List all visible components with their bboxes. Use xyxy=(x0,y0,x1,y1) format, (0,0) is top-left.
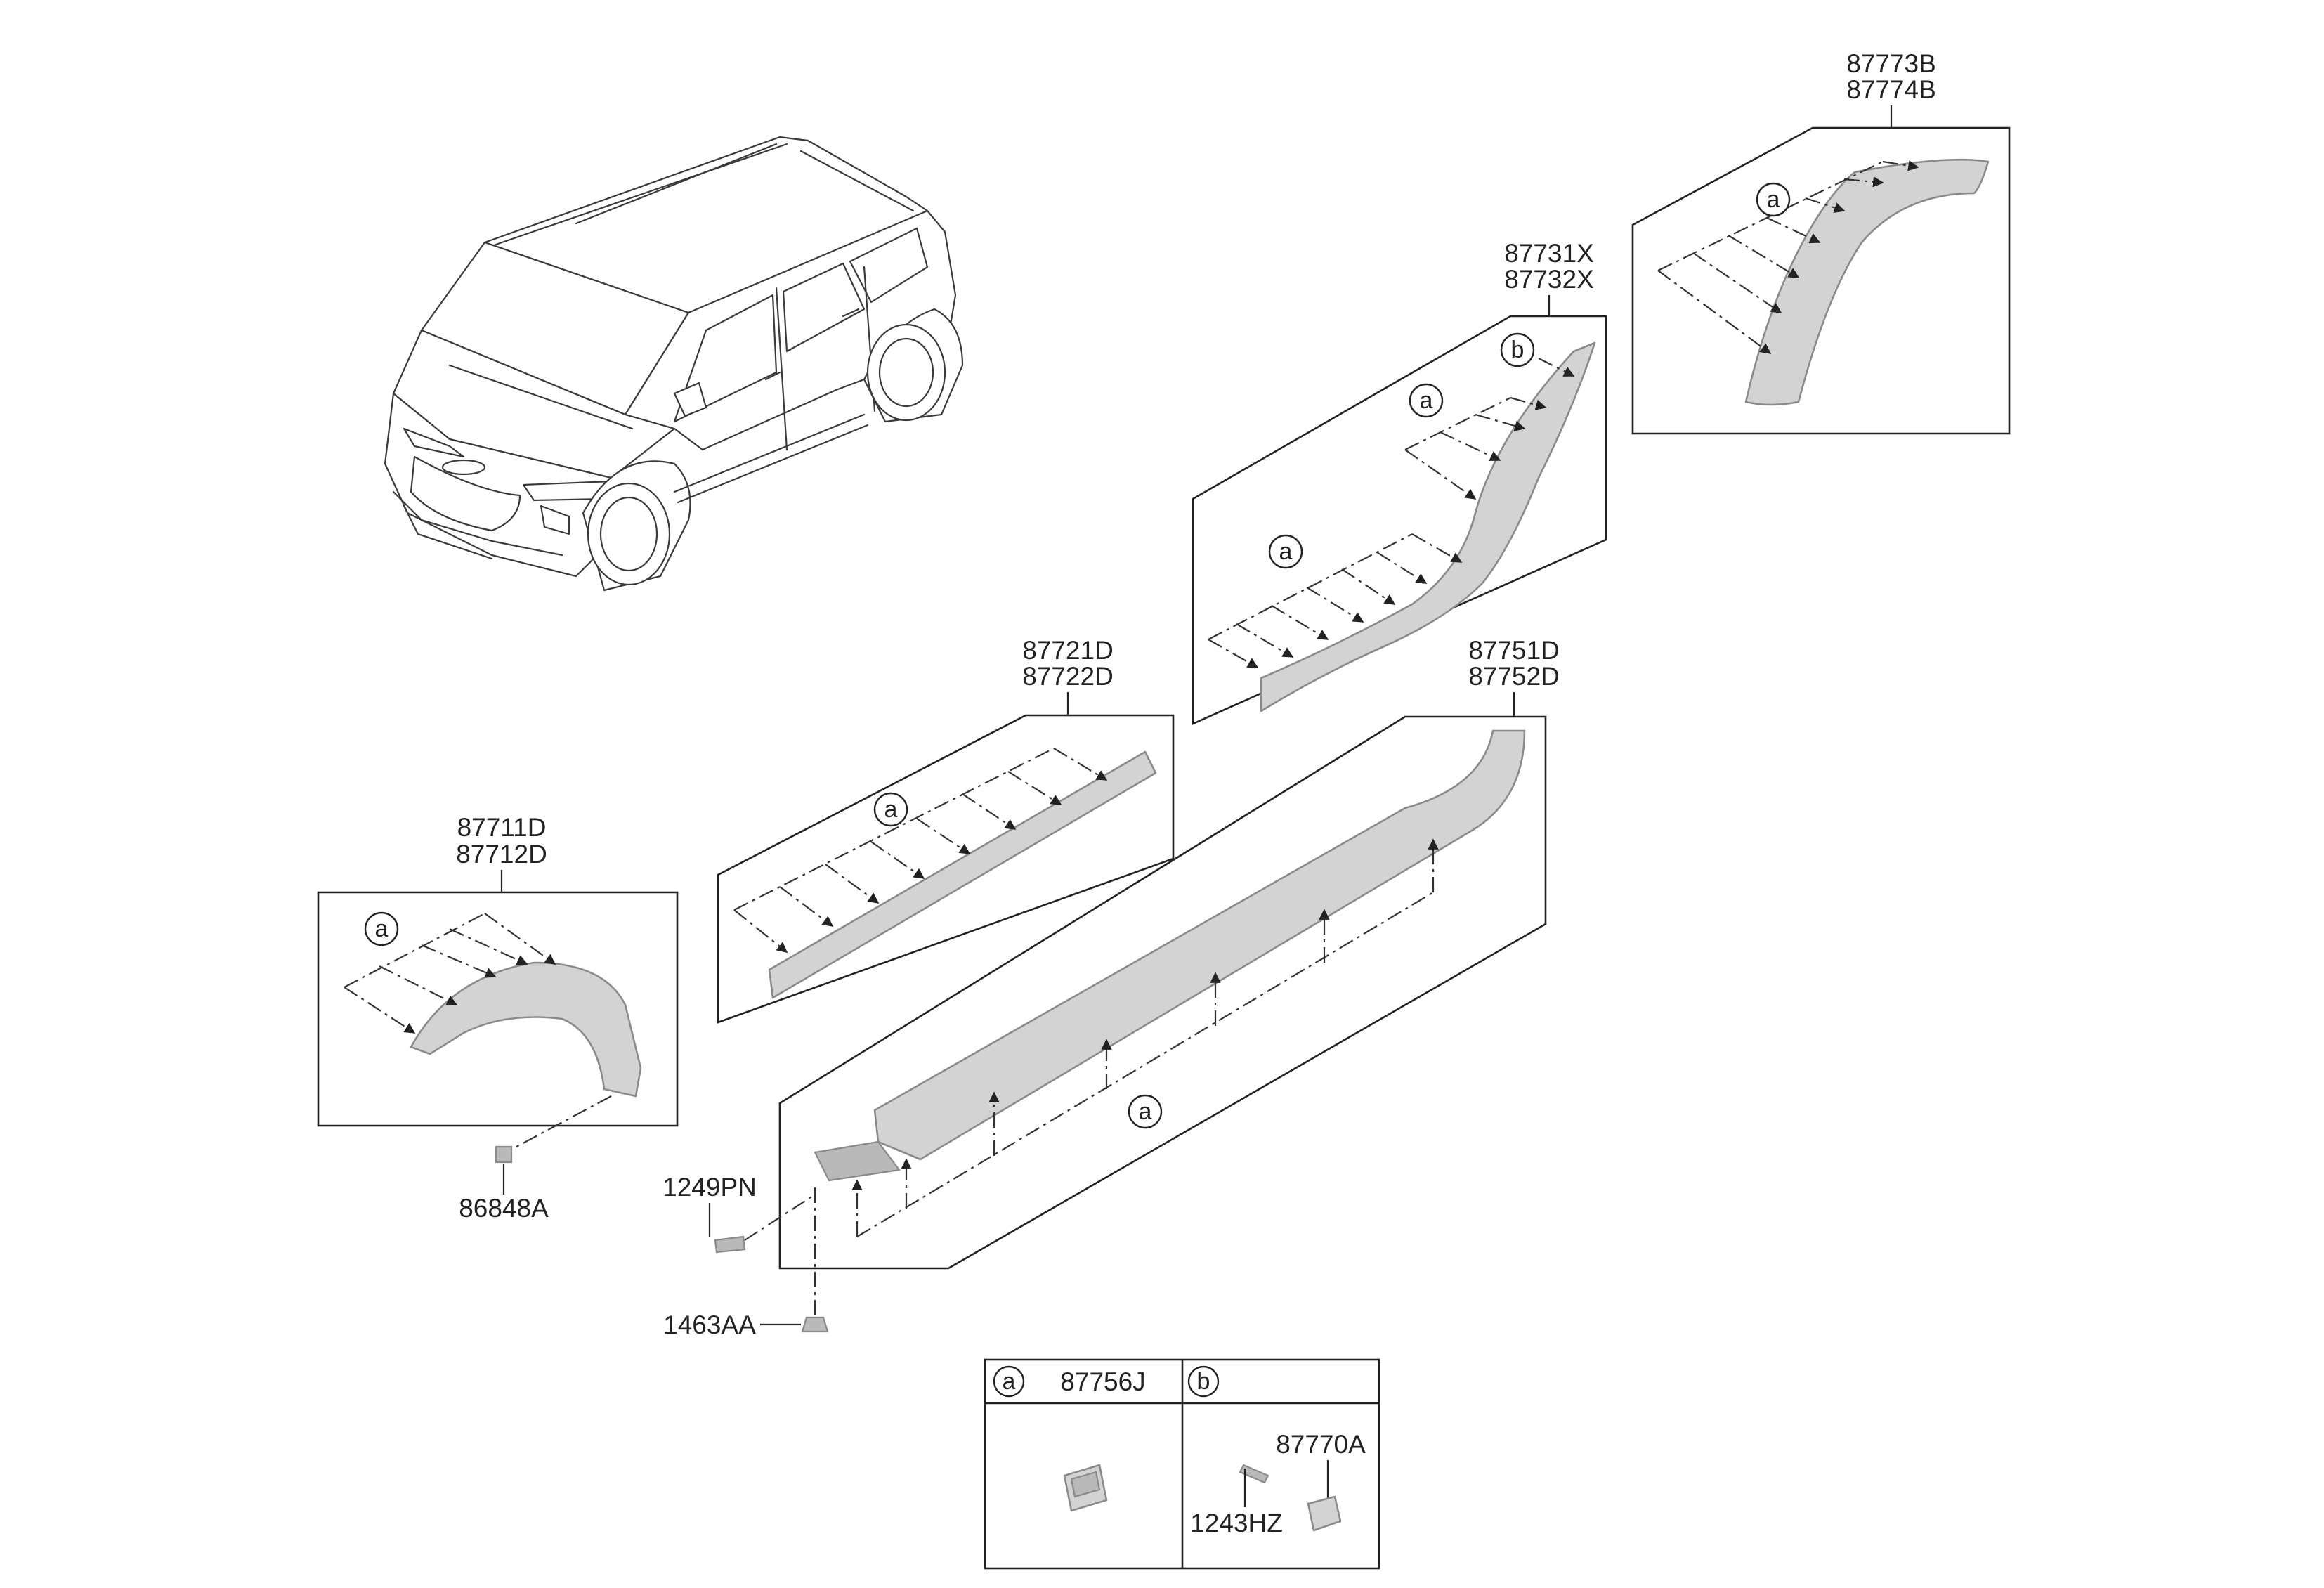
clip-86848A xyxy=(495,1145,513,1164)
part-label-87712D: 87712D xyxy=(456,840,547,868)
vehicle-illustration xyxy=(384,136,964,592)
part-label-87722D: 87722D xyxy=(1022,662,1114,691)
part-label-87774B: 87774B xyxy=(1846,75,1936,104)
legend-a-part: 87756J xyxy=(1060,1367,1145,1396)
part-87711D xyxy=(410,961,642,1098)
frame-87721D xyxy=(717,714,1175,1024)
part-87731X xyxy=(1260,341,1596,712)
legend-b-part1: 87770A xyxy=(1276,1430,1366,1459)
group-87751D: 87751D 87752D a 1249PN 1463AA xyxy=(662,636,1560,1339)
group-87773B: 87773B 87774B a xyxy=(1631,49,2011,435)
legend-b-letter: b xyxy=(1197,1368,1210,1395)
callout-b: b xyxy=(1511,337,1525,363)
group-87721D: 87721D 87722D a xyxy=(717,636,1175,1024)
part-87751D xyxy=(873,729,1526,1161)
part-label-87731X: 87731X xyxy=(1504,239,1594,268)
legend-a-letter: a xyxy=(1003,1368,1016,1395)
part-label-87711D: 87711D xyxy=(457,813,547,842)
frame-87731X xyxy=(1192,315,1607,726)
group-87731X: 87731X 87732X a a b xyxy=(1192,239,1607,726)
part-label-86848A: 86848A xyxy=(459,1194,549,1223)
part-label-1249PN: 1249PN xyxy=(662,1173,757,1202)
frame-87751D xyxy=(778,715,1547,1270)
part-label-87732X: 87732X xyxy=(1504,265,1594,294)
part-87721D xyxy=(768,750,1157,999)
clip-1463AA xyxy=(801,1316,829,1333)
part-label-1463AA: 1463AA xyxy=(663,1310,756,1339)
frame-87773B xyxy=(1631,126,2011,435)
callout-a: a xyxy=(375,916,389,942)
part-87773B xyxy=(1744,158,1990,406)
part-label-87751D: 87751D xyxy=(1468,636,1560,665)
part-label-87721D: 87721D xyxy=(1022,636,1114,665)
callout-a: a xyxy=(884,796,898,823)
callout-a: a xyxy=(1767,186,1780,213)
group-87711D: 87711D 87712D a 86848A xyxy=(317,813,679,1223)
clip-87770A xyxy=(1307,1495,1342,1532)
legend-table: a 87756J b 87770A 1243HZ xyxy=(984,1358,1380,1570)
screw-1243HZ xyxy=(1239,1464,1269,1484)
part-label-87773B: 87773B xyxy=(1846,49,1936,78)
callout-a: a xyxy=(1420,387,1433,414)
screw-1249PN xyxy=(714,1235,746,1254)
callout-a: a xyxy=(1139,1098,1152,1125)
legend-b-part2: 1243HZ xyxy=(1190,1509,1283,1537)
callout-a: a xyxy=(1279,538,1293,565)
frame-87711D xyxy=(317,891,679,1127)
part-label-87752D: 87752D xyxy=(1468,662,1560,691)
